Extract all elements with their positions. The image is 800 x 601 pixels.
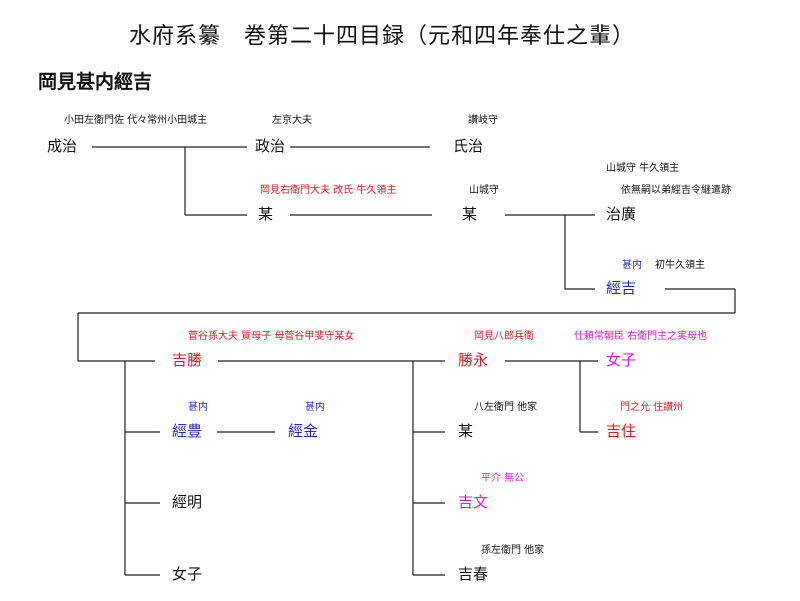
- person-joshi1: 女子: [606, 351, 637, 369]
- person-ujiharu: 氏治: [453, 137, 484, 155]
- note-harunori-1: 山城守 牛久領主: [606, 163, 680, 174]
- person-tsuneaki: 經明: [172, 493, 203, 511]
- person-bo1: 某: [258, 205, 274, 223]
- person-bo3: 某: [458, 422, 474, 440]
- page-title: 水府系纂 巻第二十四目録（元和四年奉仕之輩）: [129, 24, 636, 49]
- note-ujiharu: 讃岐守: [468, 115, 498, 126]
- note-bo3: 八左衛門 他家: [474, 402, 538, 413]
- person-yoshiharu: 吉春: [458, 565, 489, 583]
- note-joshi1: 仕頼常朝臣 右衛門主之実母也: [574, 331, 708, 342]
- person-katsunaga: 勝永: [458, 351, 489, 369]
- note-seiji: 小田左衛門佐 代々常州小田城主: [64, 115, 208, 126]
- person-yoshikatsu: 吉勝: [172, 351, 203, 369]
- person-tsunekane: 經金: [288, 422, 319, 440]
- note-masaji: 左京大夫: [272, 115, 312, 126]
- note-katsunaga: 岡見八郎兵衛: [474, 331, 534, 342]
- person-joshi2: 女子: [172, 565, 203, 583]
- note-bo1: 岡見右衛門大夫 改氏 牛久領主: [260, 185, 397, 196]
- note-yoshikatsu: 菅谷孫大夫 質母子 母菅谷甲斐守某女: [188, 331, 355, 342]
- person-harunori: 治廣: [606, 205, 637, 223]
- person-yoshizumi: 吉住: [606, 422, 637, 440]
- note-tsunekane: 甚内: [305, 402, 325, 413]
- person-tsuneyoshi: 經吉: [606, 279, 637, 297]
- person-yoshifumi: 吉文: [458, 493, 489, 511]
- person-seiji: 成治: [47, 137, 78, 155]
- note-yoshizumi: 門之允 住讃州: [620, 402, 684, 413]
- lineage-heading: 岡見甚内經吉: [38, 71, 153, 93]
- note-yoshiharu: 孫左衛門 他家: [481, 545, 545, 556]
- person-masaji: 政治: [255, 137, 286, 155]
- note-tsuneyoshi-2: 初牛久領主: [655, 260, 705, 271]
- note-tsunetoyo: 甚内: [188, 402, 208, 413]
- person-bo2: 某: [462, 205, 478, 223]
- note-bo2: 山城守: [469, 185, 499, 196]
- note-tsuneyoshi-1: 甚内: [622, 260, 642, 271]
- note-yoshifumi: 平介 無公: [481, 473, 525, 484]
- person-tsunetoyo: 經豊: [172, 422, 203, 440]
- note-harunori-2: 依無嗣以弟經吉令継遣跡: [621, 185, 731, 196]
